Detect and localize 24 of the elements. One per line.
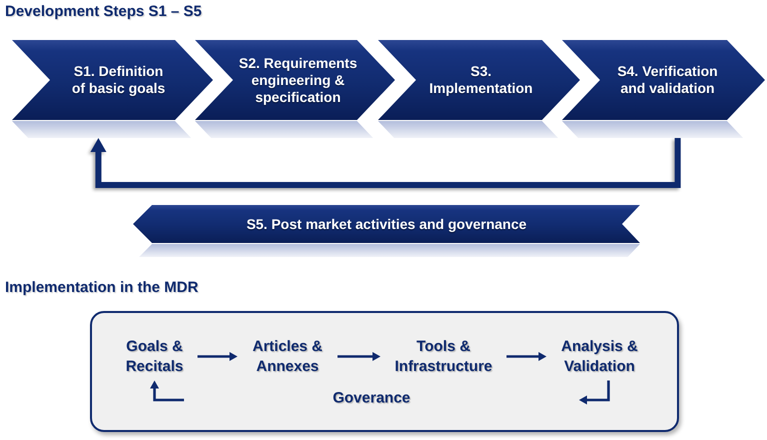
step-text: S4. Verification and validation — [616, 63, 719, 97]
arrow-banner — [133, 205, 640, 257]
step-label: Articles & Annexes — [250, 336, 326, 376]
arrow — [198, 352, 238, 361]
rounded-panel — [90, 311, 679, 432]
arrow — [338, 352, 380, 361]
panel-text: Goverance — [332, 388, 410, 407]
diagram-title: Development Steps S1 – S5 — [5, 3, 202, 21]
section-heading: Implementation in the MDR — [5, 279, 198, 297]
step-label: Tools & Infrastructure — [392, 336, 494, 376]
step-label: Goals & Recitals — [124, 336, 186, 376]
step-text: S2. Requirements engineering & specification — [238, 54, 358, 106]
chevron-step — [195, 40, 395, 138]
arrow — [90, 138, 681, 188]
step-label: Analysis & Validation — [558, 336, 640, 376]
chevron-step — [378, 40, 580, 138]
arrow — [506, 352, 546, 361]
arrow — [150, 380, 184, 402]
step-text: S5. Post market activities and governance — [246, 216, 527, 232]
chevron-step — [562, 40, 765, 138]
arrow — [579, 380, 610, 404]
chevron-step — [12, 40, 213, 138]
step-text: S1. Definition of basic goals — [70, 63, 166, 97]
step-text: S3. Implementation — [428, 63, 534, 97]
